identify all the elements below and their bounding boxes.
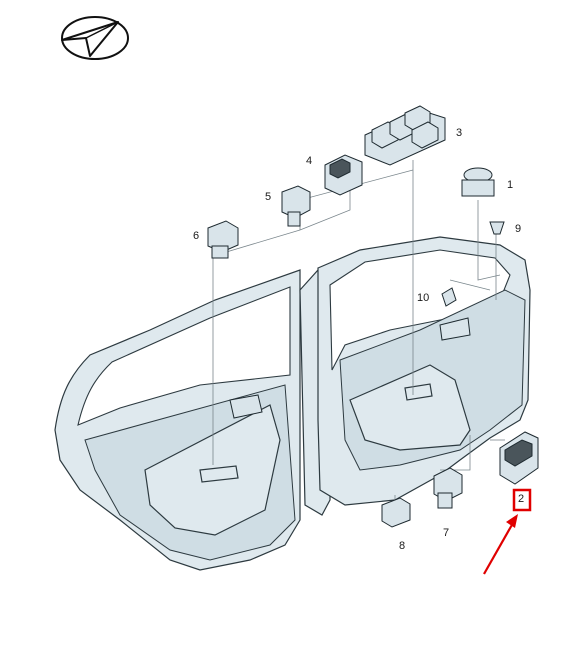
callout-1: 1 [507,179,513,191]
callout-10: 10 [417,292,429,304]
callout-5: 5 [265,191,271,203]
callout-7: 7 [443,527,449,539]
callout-8: 8 [399,540,405,552]
part-10-bracket [441,287,457,307]
callout-9: 9 [515,223,521,235]
highlight-box [512,488,532,512]
part-5-single-switch [281,185,311,227]
callout-3: 3 [456,127,462,139]
callout-2: 2 [518,493,524,505]
part-2-switch-module [499,431,539,485]
front-door [317,236,531,506]
part-6-rear-switch [207,220,239,259]
part-1-mirror-switch [461,167,495,197]
callout-4: 4 [306,155,312,167]
callout-6: 6 [193,230,199,242]
rear-door [54,269,301,571]
part-4-double-switch [324,154,363,196]
part-7-switch [433,467,463,509]
plane-in-ellipse-logo [61,16,129,60]
part-9-clip [489,221,505,235]
red-arrow [483,514,518,575]
part-8-small-switch [381,497,411,528]
part-3-switch-block [364,105,446,166]
